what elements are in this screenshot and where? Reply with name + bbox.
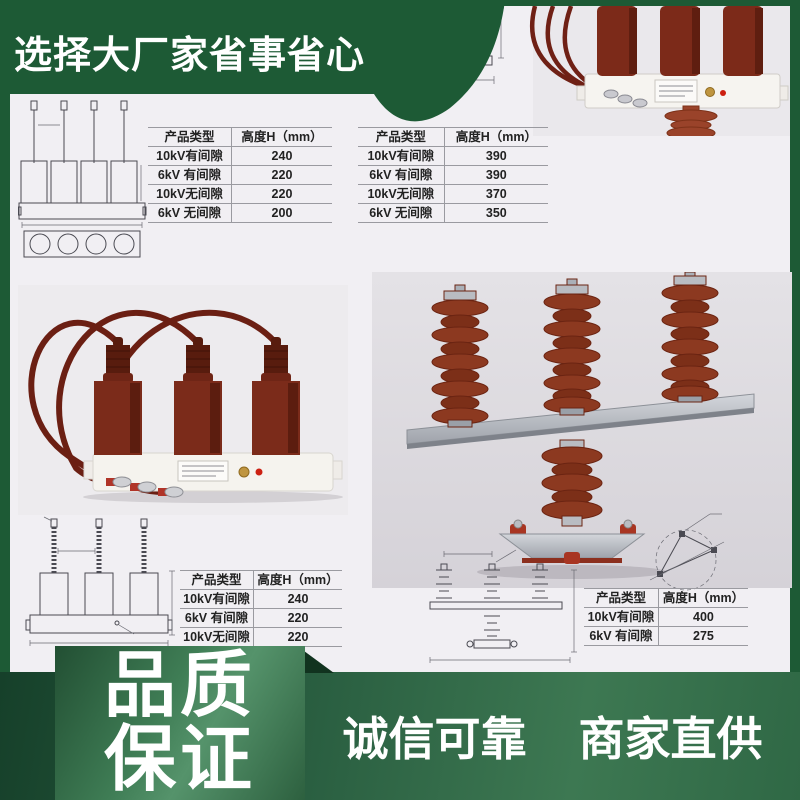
crossarm-arrester-drawing [429,549,577,663]
product-type-cell: 6kV 无间隙 [358,203,445,223]
four-column-protector-drawing [18,100,147,258]
quality-badge-line1: 品质 [103,646,256,726]
product-type-cell: 10kV有间隙 [584,607,659,627]
indicator-dot [720,90,726,96]
quality-guarantee-badge: 品质 保证 [55,646,305,800]
slogan-bar: 诚信可靠 商家直供 [305,672,800,800]
height-value-cell: 240 [230,146,332,166]
page-title: 选择大厂家省事省心 [14,35,366,77]
middle-arrester [543,278,601,416]
spec-table-header-cell: 产品类型 [584,588,659,608]
height-value-cell: 390 [443,146,548,166]
triangle-mounting-pattern-drawing [649,513,725,591]
height-value-cell: 390 [443,165,548,185]
cable-lugs [106,476,184,498]
arresters-on-crossarm-photo [372,272,792,588]
height-value-cell: 400 [657,607,748,627]
product-type-cell: 10kV有间隙 [358,146,445,166]
spec-table-header-cell: 高度H（mm） [657,588,748,608]
spec-table-header-cell: 高度H（mm） [443,127,548,147]
height-value-cell: 200 [230,203,332,223]
product-type-cell: 10kV有间隙 [148,146,232,166]
protector-with-cables-photo [18,285,348,515]
bottom-insulator [664,105,718,136]
product-type-cell: 6kV 无间隙 [148,203,232,223]
indicator-dot [255,468,263,476]
right-arrester [661,272,719,403]
counter-screw [705,87,715,97]
spec-table-header-cell: 高度H（mm） [252,570,342,590]
three-column-protector-drawing [25,516,175,646]
slogan-right: 商家直供 [578,713,763,765]
height-value-cell: 240 [252,589,342,609]
height-value-cell: 220 [252,627,342,647]
height-value-cell: 370 [443,184,548,204]
counter-screw [238,466,250,478]
arrester-cylinders [597,6,763,76]
height-value-cell: 220 [230,184,332,204]
three-phase-protector-photo [529,6,790,136]
spec-table-header-cell: 产品类型 [180,570,254,590]
cable-lugs [603,89,648,108]
height-value-cell: 350 [443,203,548,223]
crossarm-underside [407,408,754,449]
left-arrester [431,284,489,428]
quality-badge-line2: 保证 [103,720,256,800]
product-type-cell: 6kV 有间隙 [358,165,445,185]
spec-table-header-cell: 产品类型 [148,127,232,147]
height-value-cell: 275 [657,626,748,646]
arrester-cylinders [94,337,300,455]
spec-table-header-cell: 高度H（mm） [230,127,332,147]
product-type-cell: 6kV 有间隙 [584,626,659,646]
product-type-cell: 10kV无间隙 [180,627,254,647]
triangular-base-plate [498,519,646,564]
height-value-cell: 220 [230,165,332,185]
product-type-cell: 6kV 有间隙 [148,165,232,185]
product-type-cell: 10kV无间隙 [148,184,232,204]
product-type-cell: 6kV 有间隙 [180,608,254,628]
height-value-cell: 220 [252,608,342,628]
center-column [541,439,603,527]
product-type-cell: 10kV有间隙 [180,589,254,609]
product-type-cell: 10kV无间隙 [358,184,445,204]
slogan-left: 诚信可靠 [342,713,527,765]
spec-table-header-cell: 产品类型 [358,127,445,147]
